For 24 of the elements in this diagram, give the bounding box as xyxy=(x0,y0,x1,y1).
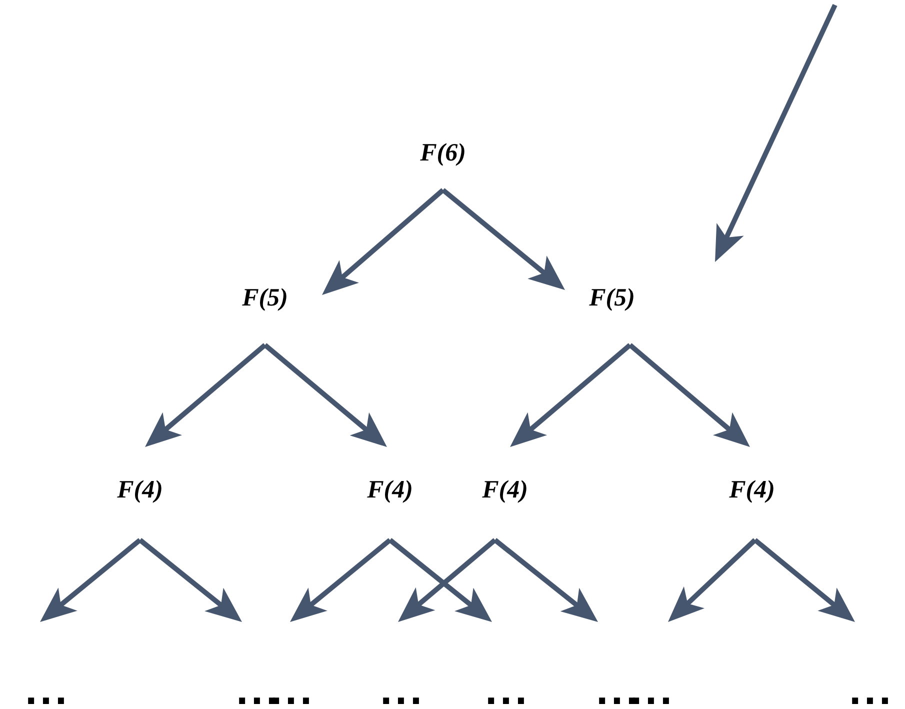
arrow xyxy=(40,538,142,622)
function-call-label: F(5) xyxy=(242,284,288,312)
function-call-label: F(5) xyxy=(589,284,635,312)
function-call-label: F(4) xyxy=(729,476,775,504)
function-call-label: F(6) xyxy=(420,139,466,167)
arrow xyxy=(441,188,565,290)
arrow xyxy=(628,343,750,447)
function-call-label: F(4) xyxy=(482,476,528,504)
arrow xyxy=(715,4,838,262)
arrow xyxy=(493,538,598,622)
arrow xyxy=(753,538,855,622)
function-call-label: F(4) xyxy=(367,476,413,504)
arrow xyxy=(668,538,757,622)
arrow xyxy=(290,538,392,622)
ellipsis-text: ... xyxy=(848,682,894,704)
arrow xyxy=(138,538,242,622)
ellipsis-text: ... xyxy=(484,682,530,704)
ellipsis-text: ... xyxy=(380,682,424,704)
ellipsis-text: ... xyxy=(24,682,70,704)
function-call-label: F(4) xyxy=(117,476,163,504)
arrow xyxy=(322,188,445,295)
arrow xyxy=(510,343,632,447)
arrow xyxy=(263,343,387,447)
arrow xyxy=(145,343,267,447)
